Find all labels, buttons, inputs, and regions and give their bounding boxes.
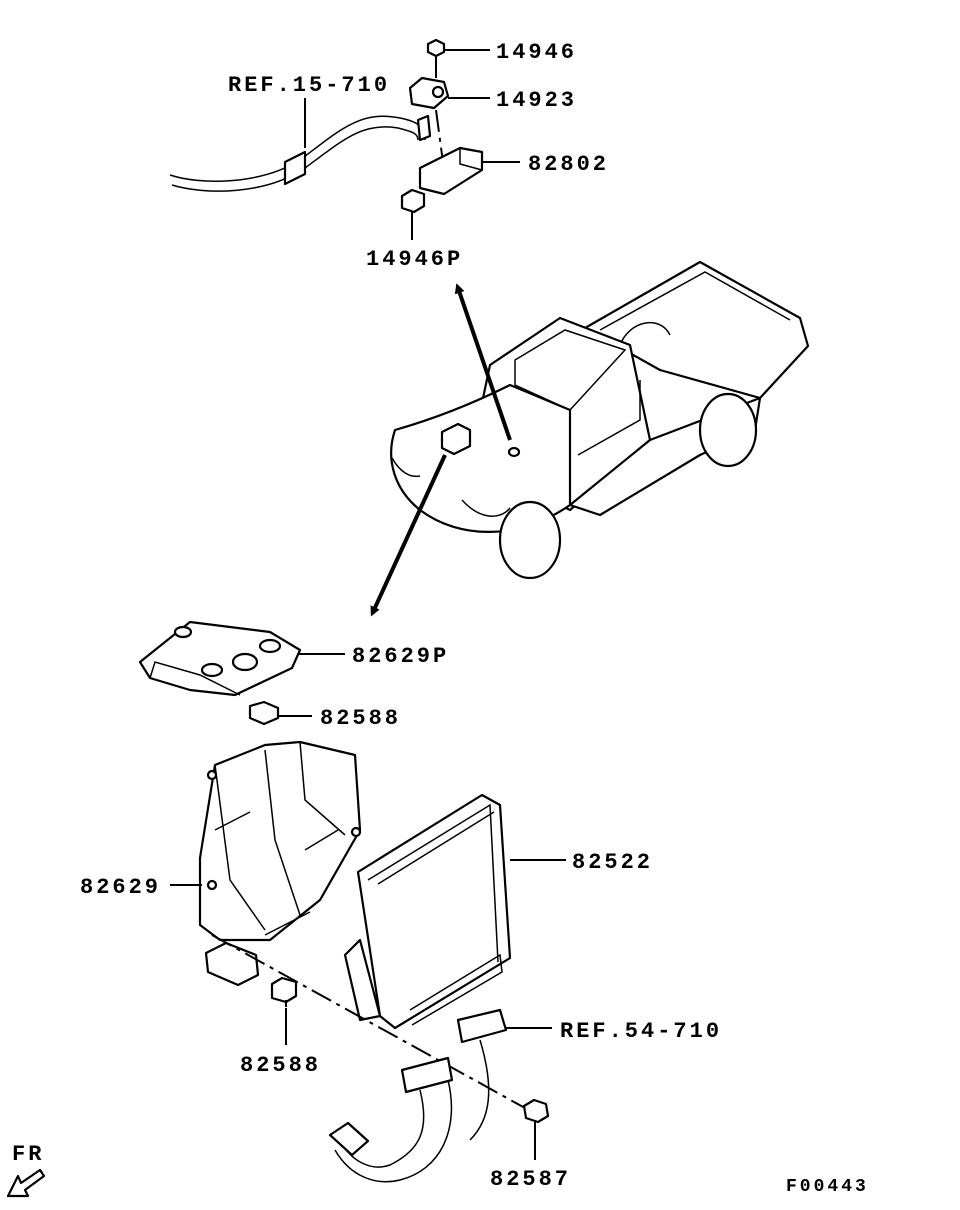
callout-14946: 14946 [496, 40, 577, 65]
callout-82629p: 82629P [352, 644, 449, 669]
sensor-14923 [408, 76, 450, 110]
vacuum-hose [169, 115, 426, 182]
callout-82629: 82629 [80, 875, 161, 900]
nut-82587 [522, 1098, 550, 1124]
diagram-code: F00443 [786, 1177, 869, 1197]
bracket-82802 [418, 146, 484, 196]
bracket-82629p [138, 620, 302, 697]
callout-ref-54-710: REF.54-710 [560, 1019, 722, 1044]
wiring-harness [328, 1008, 508, 1183]
callout-82802: 82802 [528, 152, 609, 177]
front-wheel [498, 500, 562, 580]
callout-82587: 82587 [490, 1167, 571, 1192]
front-label: FR [12, 1142, 44, 1167]
bolt-82588-lower [270, 976, 298, 1004]
bolt-82588-upper [248, 700, 280, 726]
rear-wheel [698, 392, 758, 468]
bracket-82629 [198, 740, 362, 987]
sensor-assembly [169, 38, 484, 214]
front-direction-indicator: FR [6, 1142, 46, 1198]
callout-82588-lower: 82588 [240, 1053, 321, 1078]
front-arrow-icon [6, 1168, 46, 1198]
callout-ref-15-710: REF.15-710 [228, 73, 390, 98]
callout-82588-upper: 82588 [320, 706, 401, 731]
callout-14946p: 14946P [366, 247, 463, 272]
bolt-14946p [400, 188, 426, 214]
ecu-82522 [343, 793, 512, 1030]
callout-14923: 14923 [496, 88, 577, 113]
bolt-14946 [426, 38, 446, 58]
vehicle-outline [370, 260, 810, 617]
callout-82522: 82522 [572, 850, 653, 875]
